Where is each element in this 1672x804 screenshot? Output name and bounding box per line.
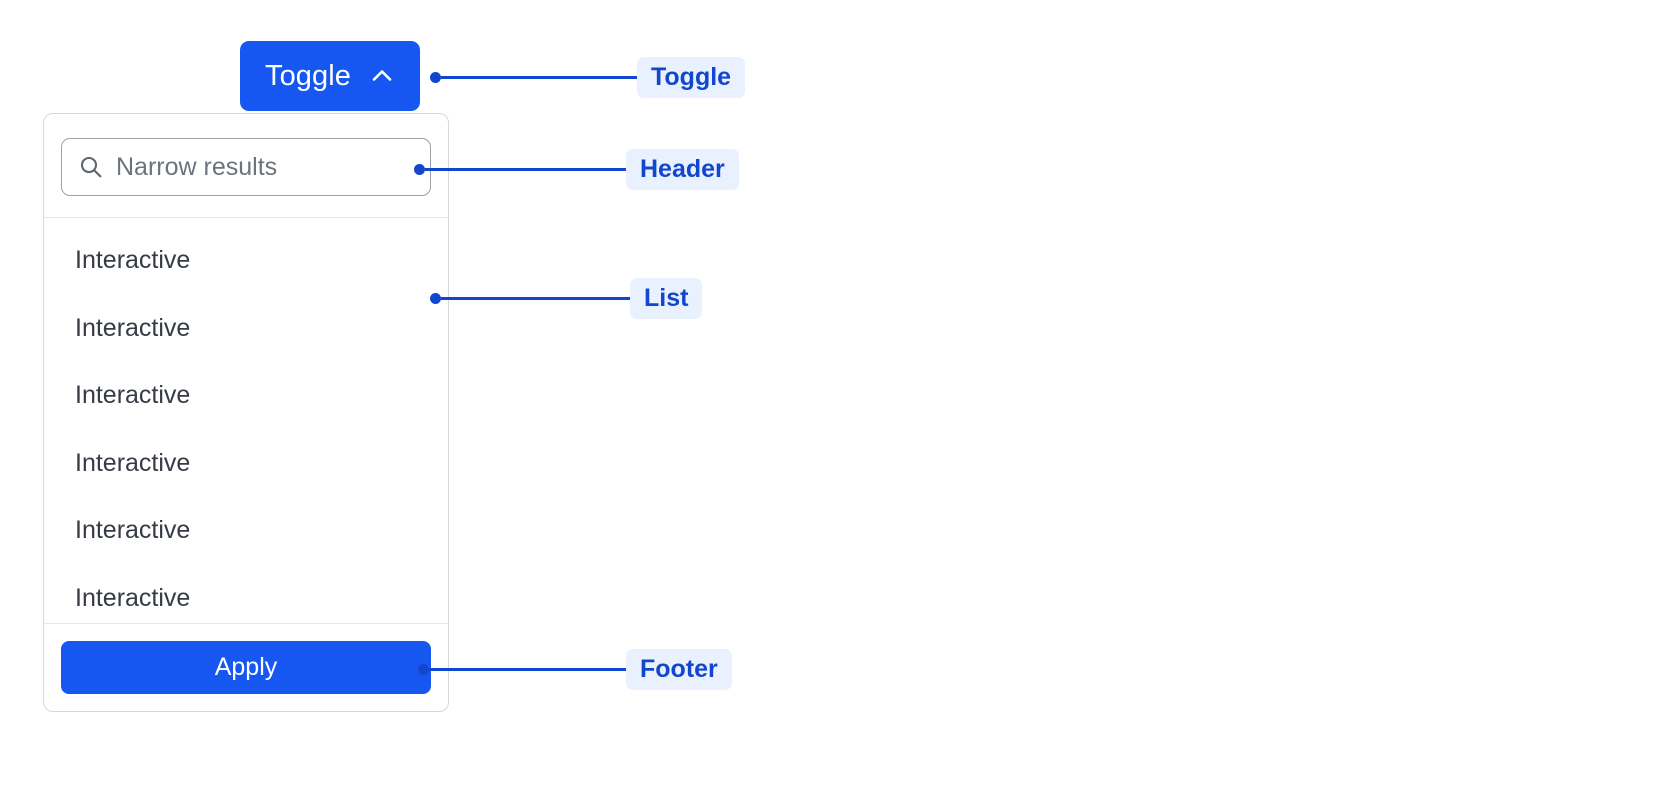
list-item[interactable]: Interactive — [44, 430, 448, 498]
annotation-label: Header — [626, 148, 739, 190]
list-item[interactable]: Interactive — [44, 565, 448, 624]
chevron-up-icon — [369, 63, 395, 89]
list-item[interactable]: Interactive — [44, 497, 448, 565]
dropdown-header — [44, 114, 448, 218]
annotation-leader-line — [429, 667, 626, 671]
list-item[interactable]: Interactive — [44, 362, 448, 430]
list-item-label: Interactive — [75, 516, 191, 545]
list-item-label: Interactive — [75, 583, 191, 612]
annotation-dot — [430, 292, 441, 304]
annotation-dot — [414, 163, 425, 175]
list-item[interactable]: Interactive — [44, 295, 448, 363]
search-icon — [78, 154, 104, 180]
annotation-label: Footer — [626, 648, 732, 690]
annotation-label: List — [630, 277, 703, 319]
search-field[interactable] — [61, 138, 431, 196]
annotation-leader-line — [425, 167, 626, 171]
annotation-dot — [430, 71, 441, 83]
dropdown-footer: Apply — [44, 623, 448, 711]
list-item[interactable]: Interactive — [44, 227, 448, 295]
annotation-label: Toggle — [637, 56, 746, 98]
dropdown-list: Interactive Interactive Interactive Inte… — [44, 218, 448, 623]
annotation-dot — [418, 663, 429, 675]
toggle-button[interactable]: Toggle — [240, 41, 420, 111]
annotation-leader-line — [441, 75, 637, 79]
list-item-label: Interactive — [75, 448, 191, 477]
toggle-button-label: Toggle — [264, 59, 352, 92]
list-item-label: Interactive — [75, 381, 191, 410]
dropdown-panel: Interactive Interactive Interactive Inte… — [43, 113, 449, 712]
annotation-leader-line — [441, 296, 630, 300]
list-item-label: Interactive — [75, 313, 191, 342]
list-item-label: Interactive — [75, 246, 191, 275]
search-input[interactable] — [104, 139, 430, 195]
apply-button[interactable]: Apply — [61, 641, 431, 694]
